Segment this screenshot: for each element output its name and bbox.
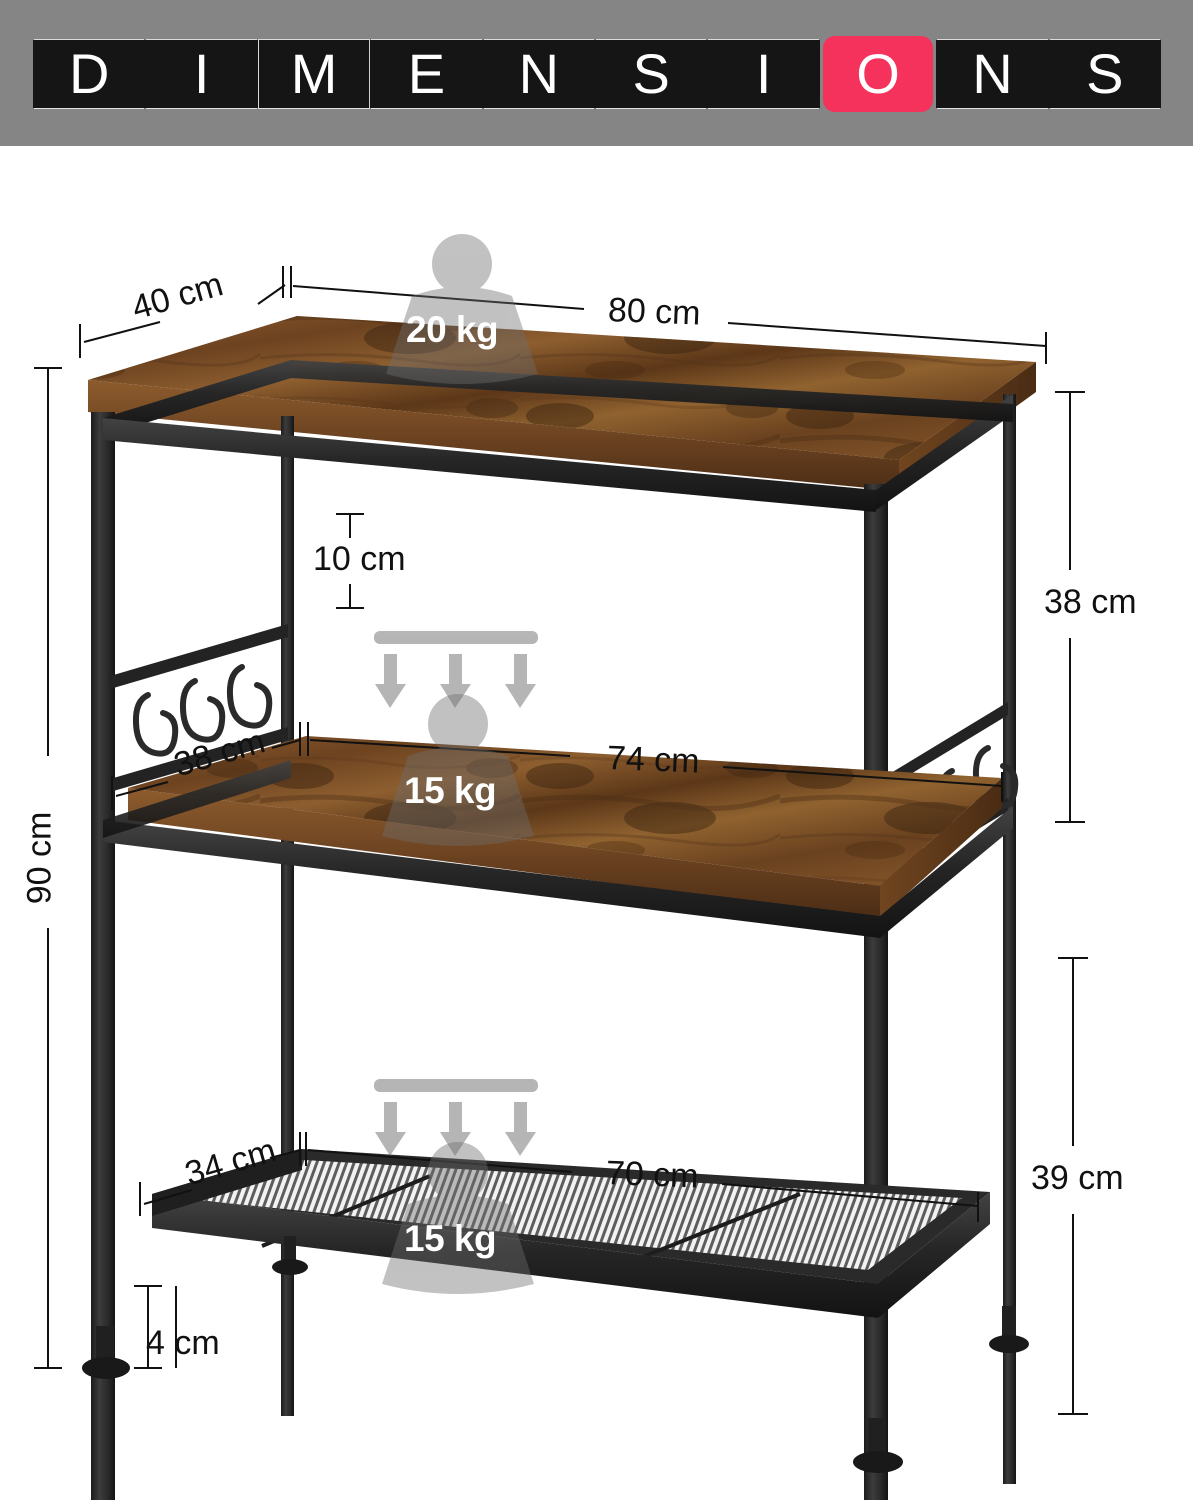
banner-letter-n1: N	[482, 39, 596, 109]
frame-rail-mid-right	[880, 806, 1013, 938]
top-shelf-front-edge	[88, 380, 899, 491]
frame-rail-mid-left	[103, 760, 291, 838]
banner-letter-n2: N	[936, 39, 1049, 109]
hook-rail-upper-right	[886, 702, 1008, 789]
dimension-label-upper-height: 38 cm	[1044, 583, 1137, 621]
middle-shelf-right-edge	[880, 778, 1002, 918]
bottom-rail-front	[152, 1194, 878, 1318]
load-label-middle-shelf: 15 kg	[404, 770, 497, 811]
load-arrows-icon-bottom	[374, 1079, 538, 1156]
banner-letter-text: M	[290, 42, 338, 105]
dimension-label-total-height: 90 cm	[20, 811, 59, 905]
foot-back-left	[272, 1259, 308, 1275]
foot-back-right	[989, 1335, 1029, 1353]
banner-letter-e: E	[370, 39, 483, 109]
dimension-label-middle-width: 74 cm	[606, 739, 701, 781]
bottom-rail-right	[878, 1192, 990, 1318]
frame-rail-top-back	[291, 360, 1013, 422]
banner-letter-text: D	[68, 42, 110, 105]
banner-letter-i2: I	[707, 39, 820, 109]
dimension-label-foot-clearance: 4 cm	[146, 1324, 220, 1362]
hook-rail-lower-left	[110, 727, 288, 792]
banner-letter-text: I	[755, 42, 772, 105]
bottom-rail-left	[152, 1149, 302, 1216]
hook-rail-upper-left	[110, 624, 288, 689]
frame-rail-top-front	[103, 418, 876, 512]
hooks-left	[132, 664, 273, 757]
load-arrows-icon-middle	[374, 631, 538, 708]
load-label-bottom-shelf: 15 kg	[404, 1218, 497, 1259]
banner-letter-text: E	[407, 42, 446, 105]
frame-rail-mid-front	[103, 820, 880, 938]
banner-letter-row: D I M E N S I O N S	[33, 36, 1162, 112]
weight-icon-bottom	[382, 1142, 534, 1294]
banner-letter-i1: I	[145, 39, 258, 109]
banner-letter-s1: S	[595, 39, 708, 109]
banner-letter-text: N	[972, 42, 1013, 105]
banner-letter-text: S	[632, 42, 670, 105]
load-label-top-shelf: 20 kg	[406, 309, 499, 350]
banner-letter-text: I	[193, 42, 210, 105]
banner-letter-text: S	[1086, 42, 1124, 105]
banner-letter-o-accent: O	[822, 36, 934, 112]
frame-rail-top-right-side	[876, 394, 1013, 510]
banner-letter-m: M	[257, 39, 371, 109]
weight-icon-top	[386, 234, 538, 384]
dimension-label-bottom-width: 70 cm	[605, 1154, 700, 1196]
dimension-lines	[34, 266, 1088, 1415]
frame-post-front-left	[91, 412, 115, 1500]
middle-shelf-front-edge	[128, 788, 880, 918]
dimensions-banner: D I M E N S I O N S	[0, 0, 1193, 146]
banner-letter-text: O	[856, 42, 900, 105]
banner-letter-s2: S	[1048, 39, 1162, 109]
dimension-label-lower-height: 39 cm	[1031, 1159, 1124, 1197]
dimension-label-top-width: 80 cm	[607, 291, 702, 333]
banner-letter-d: D	[33, 39, 146, 109]
leveling-feet	[82, 1236, 1029, 1473]
foot-front-right	[853, 1451, 903, 1473]
frame-rail-top-left-side	[103, 360, 291, 436]
product-dimension-diagram: 40 cm 80 cm 10 cm 38 cm 38 cm 74 cm 39 c…	[0, 146, 1193, 1500]
middle-shelf-grain	[128, 736, 1002, 886]
weight-icon-middle	[382, 694, 534, 846]
diagram-svg	[34, 234, 1088, 1500]
foot-front-left	[82, 1357, 130, 1379]
banner-letter-text: N	[518, 42, 560, 105]
dimension-label-hook-gap: 10 cm	[313, 540, 406, 578]
frame-post-back-right	[1003, 394, 1016, 1484]
frame-post-front-right	[864, 484, 888, 1500]
